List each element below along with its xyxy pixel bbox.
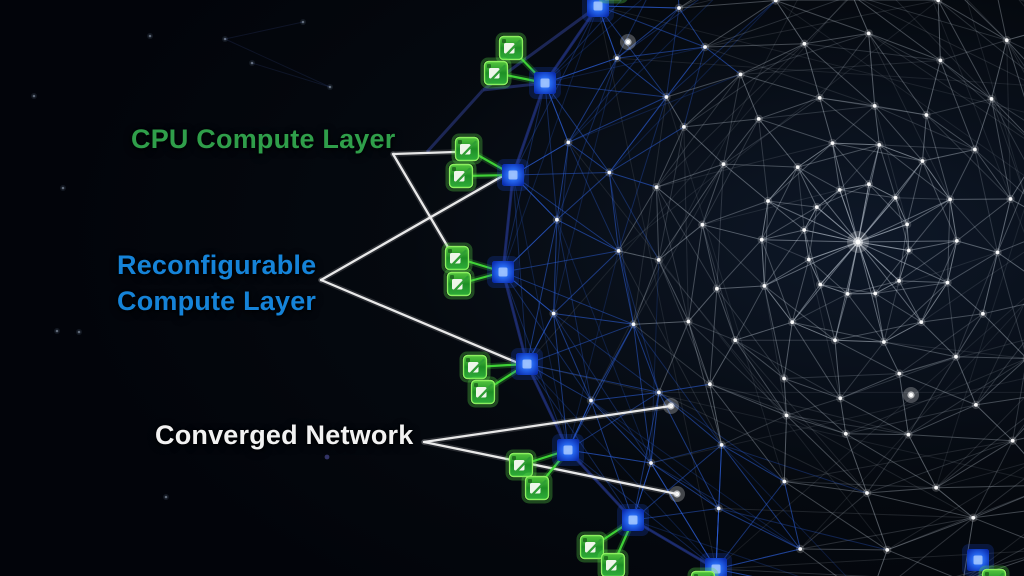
- processor-chip-icon: [441, 242, 473, 274]
- background-constellation: [31, 19, 333, 500]
- label-reconfigurable-line2: Compute Layer: [117, 286, 317, 316]
- fpga-node: [497, 159, 529, 191]
- cpu-chips: [441, 0, 1010, 576]
- label-cpu-compute-layer: CPU Compute Layer: [131, 124, 396, 154]
- processor-chip-icon: [443, 268, 475, 300]
- processor-chip-icon: [495, 32, 527, 64]
- processor-chip-icon: [978, 565, 1010, 576]
- processor-chip-icon: [459, 351, 491, 383]
- fpga-node: [487, 256, 519, 288]
- sphere-vertices: [549, 0, 1024, 555]
- processor-chip-icon: [576, 531, 608, 563]
- fpga-node: [962, 544, 994, 576]
- processor-chip-icon: [480, 57, 512, 89]
- fpga-node: [529, 67, 561, 99]
- processor-chip-icon: [451, 133, 483, 165]
- fpga-nodes: [487, 0, 994, 576]
- processor-chip-icon: [597, 549, 629, 576]
- label-converged-network: Converged Network: [155, 420, 414, 450]
- processor-chip-icon: [521, 472, 553, 504]
- fpga-node: [617, 504, 649, 536]
- processor-chip-icon: [467, 376, 499, 408]
- label-reconfigurable-compute-layer: Reconfigurable Compute Layer: [117, 247, 316, 319]
- fpga-node: [582, 0, 614, 22]
- processor-chip-icon: [505, 449, 537, 481]
- processor-chip-icon: [445, 160, 477, 192]
- sphere-mesh: [502, 0, 1024, 576]
- fpga-node: [511, 348, 543, 380]
- processor-chip-icon: [598, 0, 628, 4]
- fpga-node: [552, 434, 584, 466]
- annotation-lines: [318, 149, 680, 497]
- label-reconfigurable-line1: Reconfigurable: [117, 250, 317, 280]
- processor-chip-icon: [687, 567, 719, 576]
